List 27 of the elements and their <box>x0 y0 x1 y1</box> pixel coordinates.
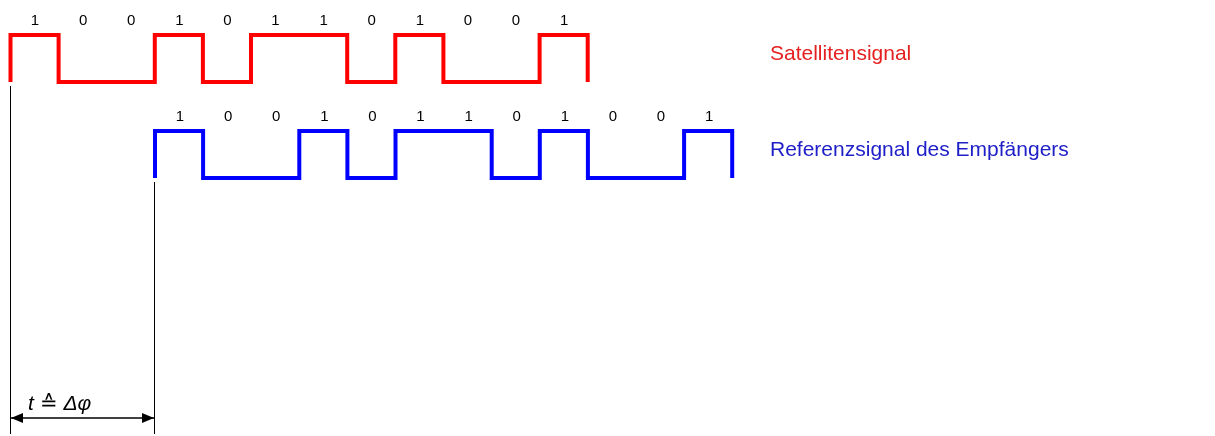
bit-value: 1 <box>271 12 280 27</box>
bit-value: 1 <box>320 108 329 123</box>
bit-value: 1 <box>416 108 425 123</box>
bit-value: 0 <box>463 12 473 27</box>
bit-value: 0 <box>608 108 618 123</box>
bit-value: 0 <box>272 108 281 123</box>
bit-value: 0 <box>223 108 233 123</box>
signal-name: Referenzsignal des Empfängers <box>770 138 1069 159</box>
bit-value: 1 <box>175 12 184 27</box>
bit-value: 0 <box>511 12 521 27</box>
bit-value: 0 <box>367 12 376 27</box>
bit-value: 0 <box>223 12 232 27</box>
bit-value: 0 <box>656 108 666 123</box>
bit-value: 0 <box>368 108 377 123</box>
bit-value: 1 <box>704 108 714 123</box>
dimension-label: t ≙ Δφ <box>28 392 92 413</box>
bit-value: 1 <box>319 12 328 27</box>
bit-value: 1 <box>560 108 569 123</box>
bit-value: 1 <box>559 12 569 27</box>
bit-value: 0 <box>512 108 521 123</box>
bit-value: 0 <box>127 12 136 27</box>
bit-value: 0 <box>78 12 88 27</box>
signal-name: Satellitensignal <box>770 42 912 63</box>
bit-value: 1 <box>464 108 473 123</box>
bit-value: 1 <box>415 12 424 27</box>
bit-value: 1 <box>175 108 185 123</box>
bit-value: 1 <box>30 12 40 27</box>
